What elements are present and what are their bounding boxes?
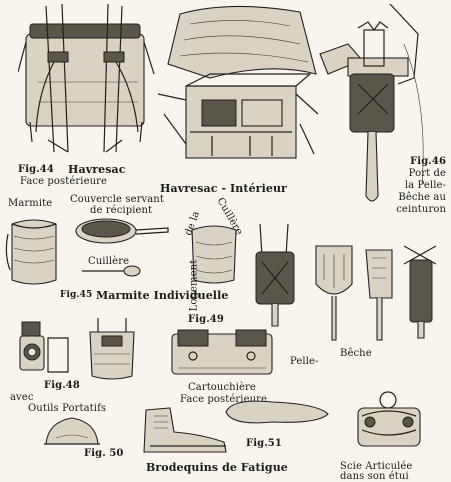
fig46-line3: Bêche au [398, 192, 446, 203]
fig47-number: Fig.49 [188, 314, 224, 325]
fig45-title: Marmite Individuelle [96, 289, 229, 302]
brodequin-sole-illustration [222, 394, 332, 430]
scie-line2: dans son étui [340, 471, 409, 482]
brodequins-title: Brodequins de Fatigue [146, 461, 288, 474]
fig49-number: Fig.48 [44, 380, 80, 391]
spade-on-belt-illustration [318, 4, 430, 214]
pelle-beche-case-illustration [250, 222, 300, 332]
fig44-title: Havresac [68, 163, 126, 176]
havresac-back-illustration [18, 2, 158, 160]
havresac-interior-illustration [150, 4, 320, 182]
couvercle-line2: de récipient [90, 205, 153, 216]
couvercle-line1: Couvercle servant [70, 194, 164, 205]
fig48-line1: Pelle- [290, 356, 319, 367]
cartouchiere-line1: Cartouchière [188, 382, 256, 393]
fig46-line1: Port de [408, 168, 446, 179]
pelle-beche-illustration [312, 244, 356, 344]
lanterne-illustration [12, 318, 74, 380]
fig48-line2: Bêche [340, 348, 372, 359]
fig46-line2: la Pelle- [404, 180, 446, 191]
marmite-label: Marmite [8, 198, 53, 209]
cuillere-illustration [80, 264, 142, 278]
calotte-illustration [42, 414, 102, 450]
pick-mattock-illustration [400, 240, 440, 340]
spoon-holder-illustration [186, 220, 242, 286]
scie-illustration [348, 386, 430, 460]
fig44-number: Fig.44 [18, 164, 54, 175]
brodequin-side-illustration [140, 402, 230, 458]
havresac-interior-title: Havresac - Intérieur [160, 182, 287, 195]
marmite-illustration [4, 214, 64, 288]
fig51-number: Fig. 50 [84, 448, 124, 459]
fig46-number: Fig.46 [410, 156, 446, 167]
fig50-number: Fig.51 [246, 438, 282, 449]
cuillere-label: Cuillère [88, 256, 130, 267]
fig44-subtitle: Face postérieure [20, 176, 108, 187]
scie-line1: Scie Articulée [340, 461, 413, 472]
fig49-line2: Outils Portatifs [28, 403, 107, 414]
fig46-line4: ceinturon [396, 204, 446, 215]
cartouchiere-line2: Face postérieure [180, 394, 268, 405]
hatchet-illustration [362, 246, 396, 344]
fig45-number: Fig.45 [60, 290, 93, 300]
fig49-line1: avec [10, 392, 34, 403]
logement-line1: Logement [188, 259, 200, 312]
cartouchiere-illustration [168, 326, 276, 378]
couvercle-illustration [74, 216, 170, 246]
lanterne-case-illustration [84, 316, 140, 382]
